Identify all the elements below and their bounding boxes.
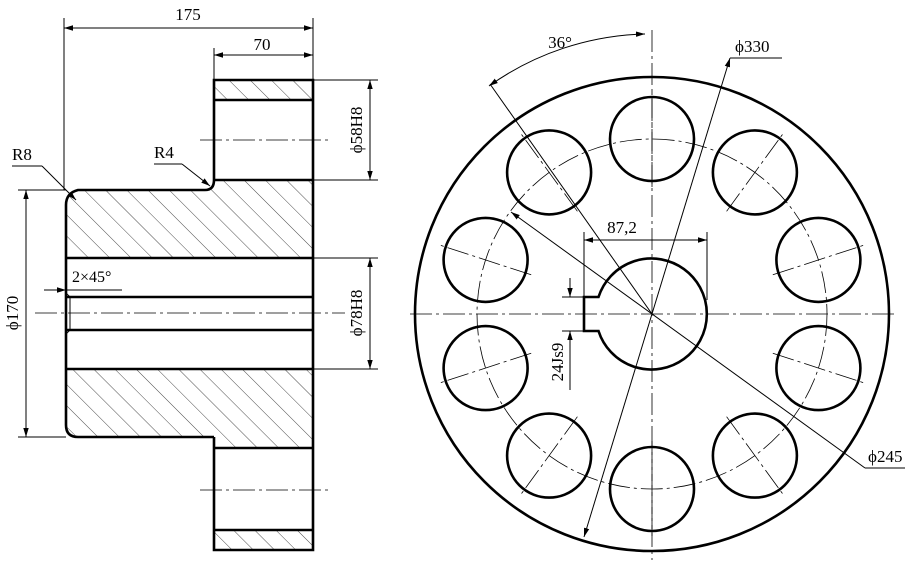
hatched-regions <box>66 80 313 550</box>
front-view: 87,2 24Js9 36° ϕ330 ϕ245 <box>410 30 905 560</box>
dim-keyway-width: 24Js9 <box>548 278 584 390</box>
label-fillet-small: R4 <box>154 143 174 162</box>
bolt-hole-centerline <box>726 416 784 495</box>
part-outline <box>64 78 315 552</box>
label-hub-length: 70 <box>254 35 271 54</box>
bolt-hole-centerline <box>772 244 865 276</box>
label-outer-left: ϕ170 <box>3 296 22 330</box>
label-bore-large: ϕ78H8 <box>347 290 366 337</box>
dim-outer-left: ϕ170 <box>3 189 66 438</box>
chamfer-lines <box>65 292 71 335</box>
label-chamfer: 2×45° <box>72 269 111 286</box>
label-fillet-large: R8 <box>12 145 32 164</box>
bolt-hole-centerline <box>726 133 784 212</box>
label-angle: 36° <box>548 33 572 52</box>
bolt-hole <box>442 324 529 412</box>
bolt-hole-centerline <box>439 352 532 384</box>
bolt-hole-centerline <box>520 416 578 495</box>
label-keyway-depth: 87,2 <box>607 218 637 237</box>
bolt-hole <box>775 216 862 304</box>
section-view: 175 70 ϕ58H8 ϕ78H8 ϕ170 <box>3 5 378 552</box>
label-bore-small: ϕ58H8 <box>347 107 366 154</box>
label-outer-diameter: ϕ330 <box>735 37 769 56</box>
leader-chamfer: 2×45° <box>44 269 122 293</box>
leader-fillet-small: R4 <box>154 143 211 187</box>
dim-bore-large: ϕ78H8 <box>313 257 378 370</box>
leader-fillet-large: R8 <box>12 145 77 201</box>
dim-overall-length: 175 <box>63 5 314 190</box>
bolt-hole <box>775 324 862 412</box>
bolt-hole <box>442 216 529 304</box>
center-lines <box>35 139 345 491</box>
label-overall-length: 175 <box>175 5 201 24</box>
dim-outer-diameter: ϕ330 <box>583 37 782 538</box>
bolt-hole-centerline <box>439 244 532 276</box>
bolt-hole-centerline <box>772 352 865 384</box>
bolt-hole-centerline <box>520 133 578 212</box>
dim-hub-length: 70 <box>213 35 313 80</box>
dim-bore-small: ϕ58H8 <box>313 79 378 181</box>
label-keyway-width: 24Js9 <box>548 343 567 382</box>
dim-bolt-circle: ϕ245 <box>510 211 905 469</box>
label-bolt-circle: ϕ245 <box>868 447 902 466</box>
